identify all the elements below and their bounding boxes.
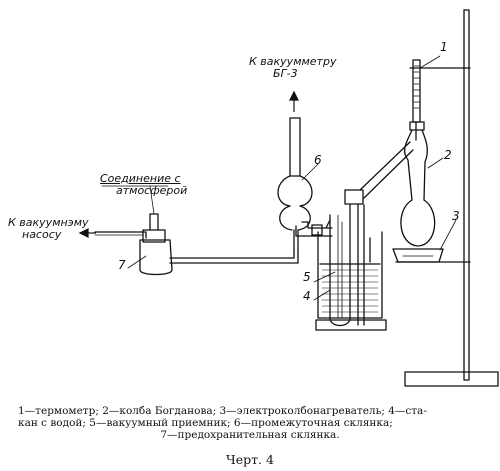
label-atmosphere: Соединение с атмосферой [100, 173, 187, 197]
label-vacuummeter: К вакуумметру БГ-3 [249, 56, 336, 80]
apparatus-diagram [78, 9, 499, 387]
label-pump-line2: насосу [22, 228, 62, 241]
connecting-tube [295, 219, 333, 237]
label-pump: К вакуумнэму насосу [8, 217, 89, 241]
arrow-up-icon [289, 90, 299, 112]
caption-line2: кан с водой; 5—вакуумный приемник; 6—про… [18, 417, 393, 429]
leader-lines [101, 55, 457, 301]
label-vacuummeter-line2: БГ-3 [273, 67, 298, 80]
intermediate-flask [277, 117, 313, 255]
label-atmosphere-line2: атмосферой [116, 184, 188, 197]
number-7: 7 [118, 258, 126, 272]
bogdanov-flask [359, 121, 436, 247]
figure-caption: 1—термометр; 2—колба Богданова; 3—электр… [18, 405, 482, 441]
number-3: 3 [452, 209, 460, 223]
arrow-left-icon [78, 228, 96, 238]
water-beaker [315, 231, 387, 331]
caption-line3: 7—предохранительная склянка. [160, 429, 340, 441]
electric-flask-heater [392, 248, 444, 263]
thermometer [412, 59, 421, 141]
figure-title: Черт. 4 [226, 452, 274, 467]
number-5: 5 [303, 270, 311, 284]
vacuum-line [169, 253, 299, 264]
label-vacuummeter-line1: К вакуумметру [249, 55, 337, 68]
number-2: 2 [444, 148, 452, 162]
safety-flask [94, 213, 173, 276]
number-6: 6 [314, 153, 322, 167]
number-1: 1 [440, 40, 448, 54]
number-4: 4 [303, 289, 311, 303]
label-pump-line1: К вакуумнэму [8, 216, 89, 229]
label-atmosphere-line1: Соединение с [100, 172, 181, 185]
vacuum-receiver [329, 189, 371, 327]
caption-line1: 1—термометр; 2—колба Богданова; 3—электр… [18, 405, 427, 417]
